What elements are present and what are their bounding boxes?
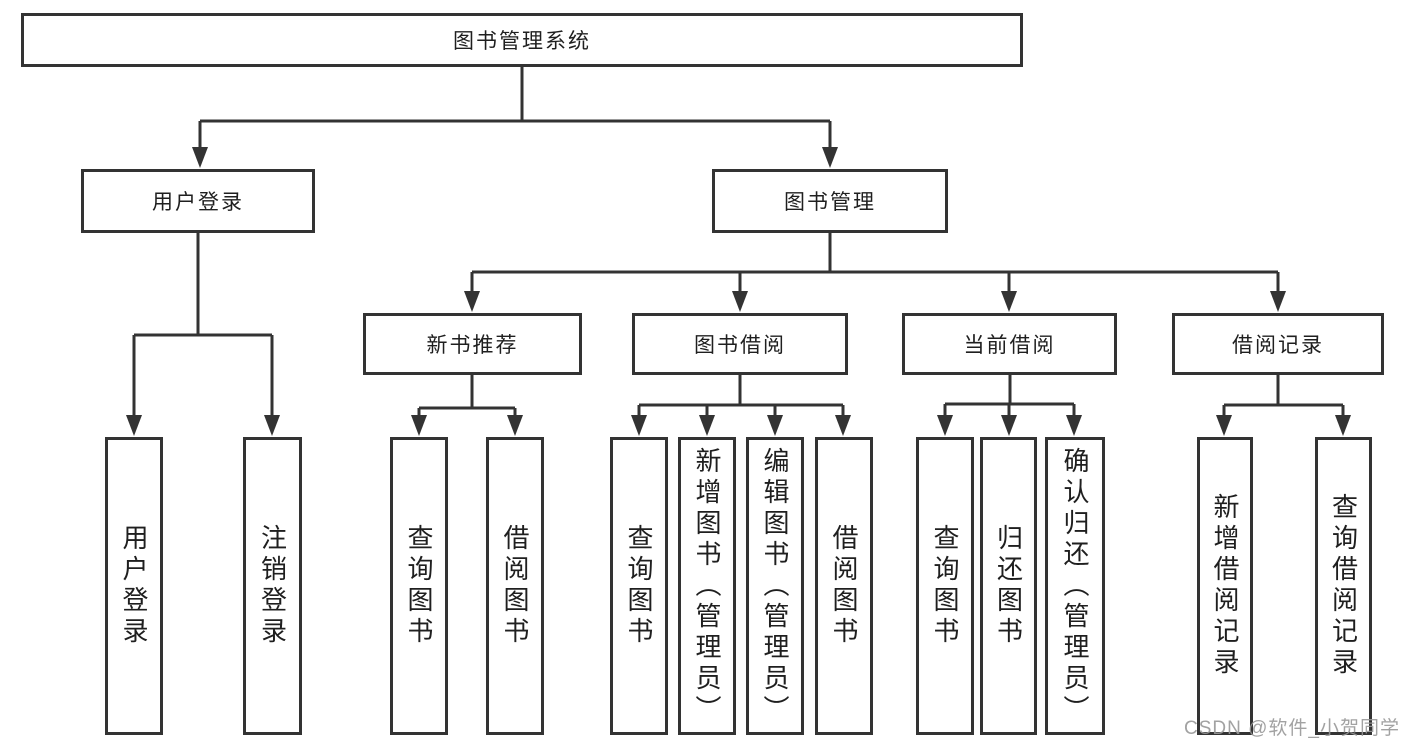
- node-current-borrow: 当前借阅: [902, 313, 1117, 375]
- connector-root: [192, 65, 838, 168]
- leaf-cb-return-books: 归还图书: [980, 437, 1037, 735]
- leaf-logout: 注销登录: [243, 437, 302, 735]
- leaf-bb-add-books-admin: 新增图书（管理员）: [678, 437, 736, 735]
- leaf-cb-query-books: 查询图书: [916, 437, 974, 735]
- connector-borrow-records: [1216, 373, 1351, 436]
- node-book-management: 图书管理: [712, 169, 948, 233]
- leaf-nbr-borrow-books: 借阅图书: [486, 437, 544, 735]
- node-new-book-recommend: 新书推荐: [363, 313, 582, 375]
- connector-book-borrow: [631, 373, 851, 436]
- leaf-bb-edit-books-admin: 编辑图书（管理员）: [746, 437, 804, 735]
- leaf-user-login: 用户登录: [105, 437, 163, 735]
- node-book-borrow: 图书借阅: [632, 313, 848, 375]
- leaf-bb-borrow-books: 借阅图书: [815, 437, 873, 735]
- connector-user-login: [126, 231, 280, 436]
- watermark: CSDN @软件_小贺同学: [1184, 718, 1400, 739]
- leaf-br-add-record: 新增借阅记录: [1197, 437, 1253, 735]
- connector-book-management: [464, 231, 1286, 312]
- node-user-login: 用户登录: [81, 169, 315, 233]
- node-borrow-records: 借阅记录: [1172, 313, 1384, 375]
- leaf-bb-query-books: 查询图书: [610, 437, 668, 735]
- leaf-br-query-record: 查询借阅记录: [1315, 437, 1372, 735]
- connector-new-book-rec: [411, 373, 523, 436]
- connector-current-borrow: [937, 373, 1082, 436]
- leaf-nbr-query-books: 查询图书: [390, 437, 448, 735]
- node-root: 图书管理系统: [21, 13, 1023, 67]
- leaf-cb-confirm-return-admin: 确认归还（管理员）: [1045, 437, 1105, 735]
